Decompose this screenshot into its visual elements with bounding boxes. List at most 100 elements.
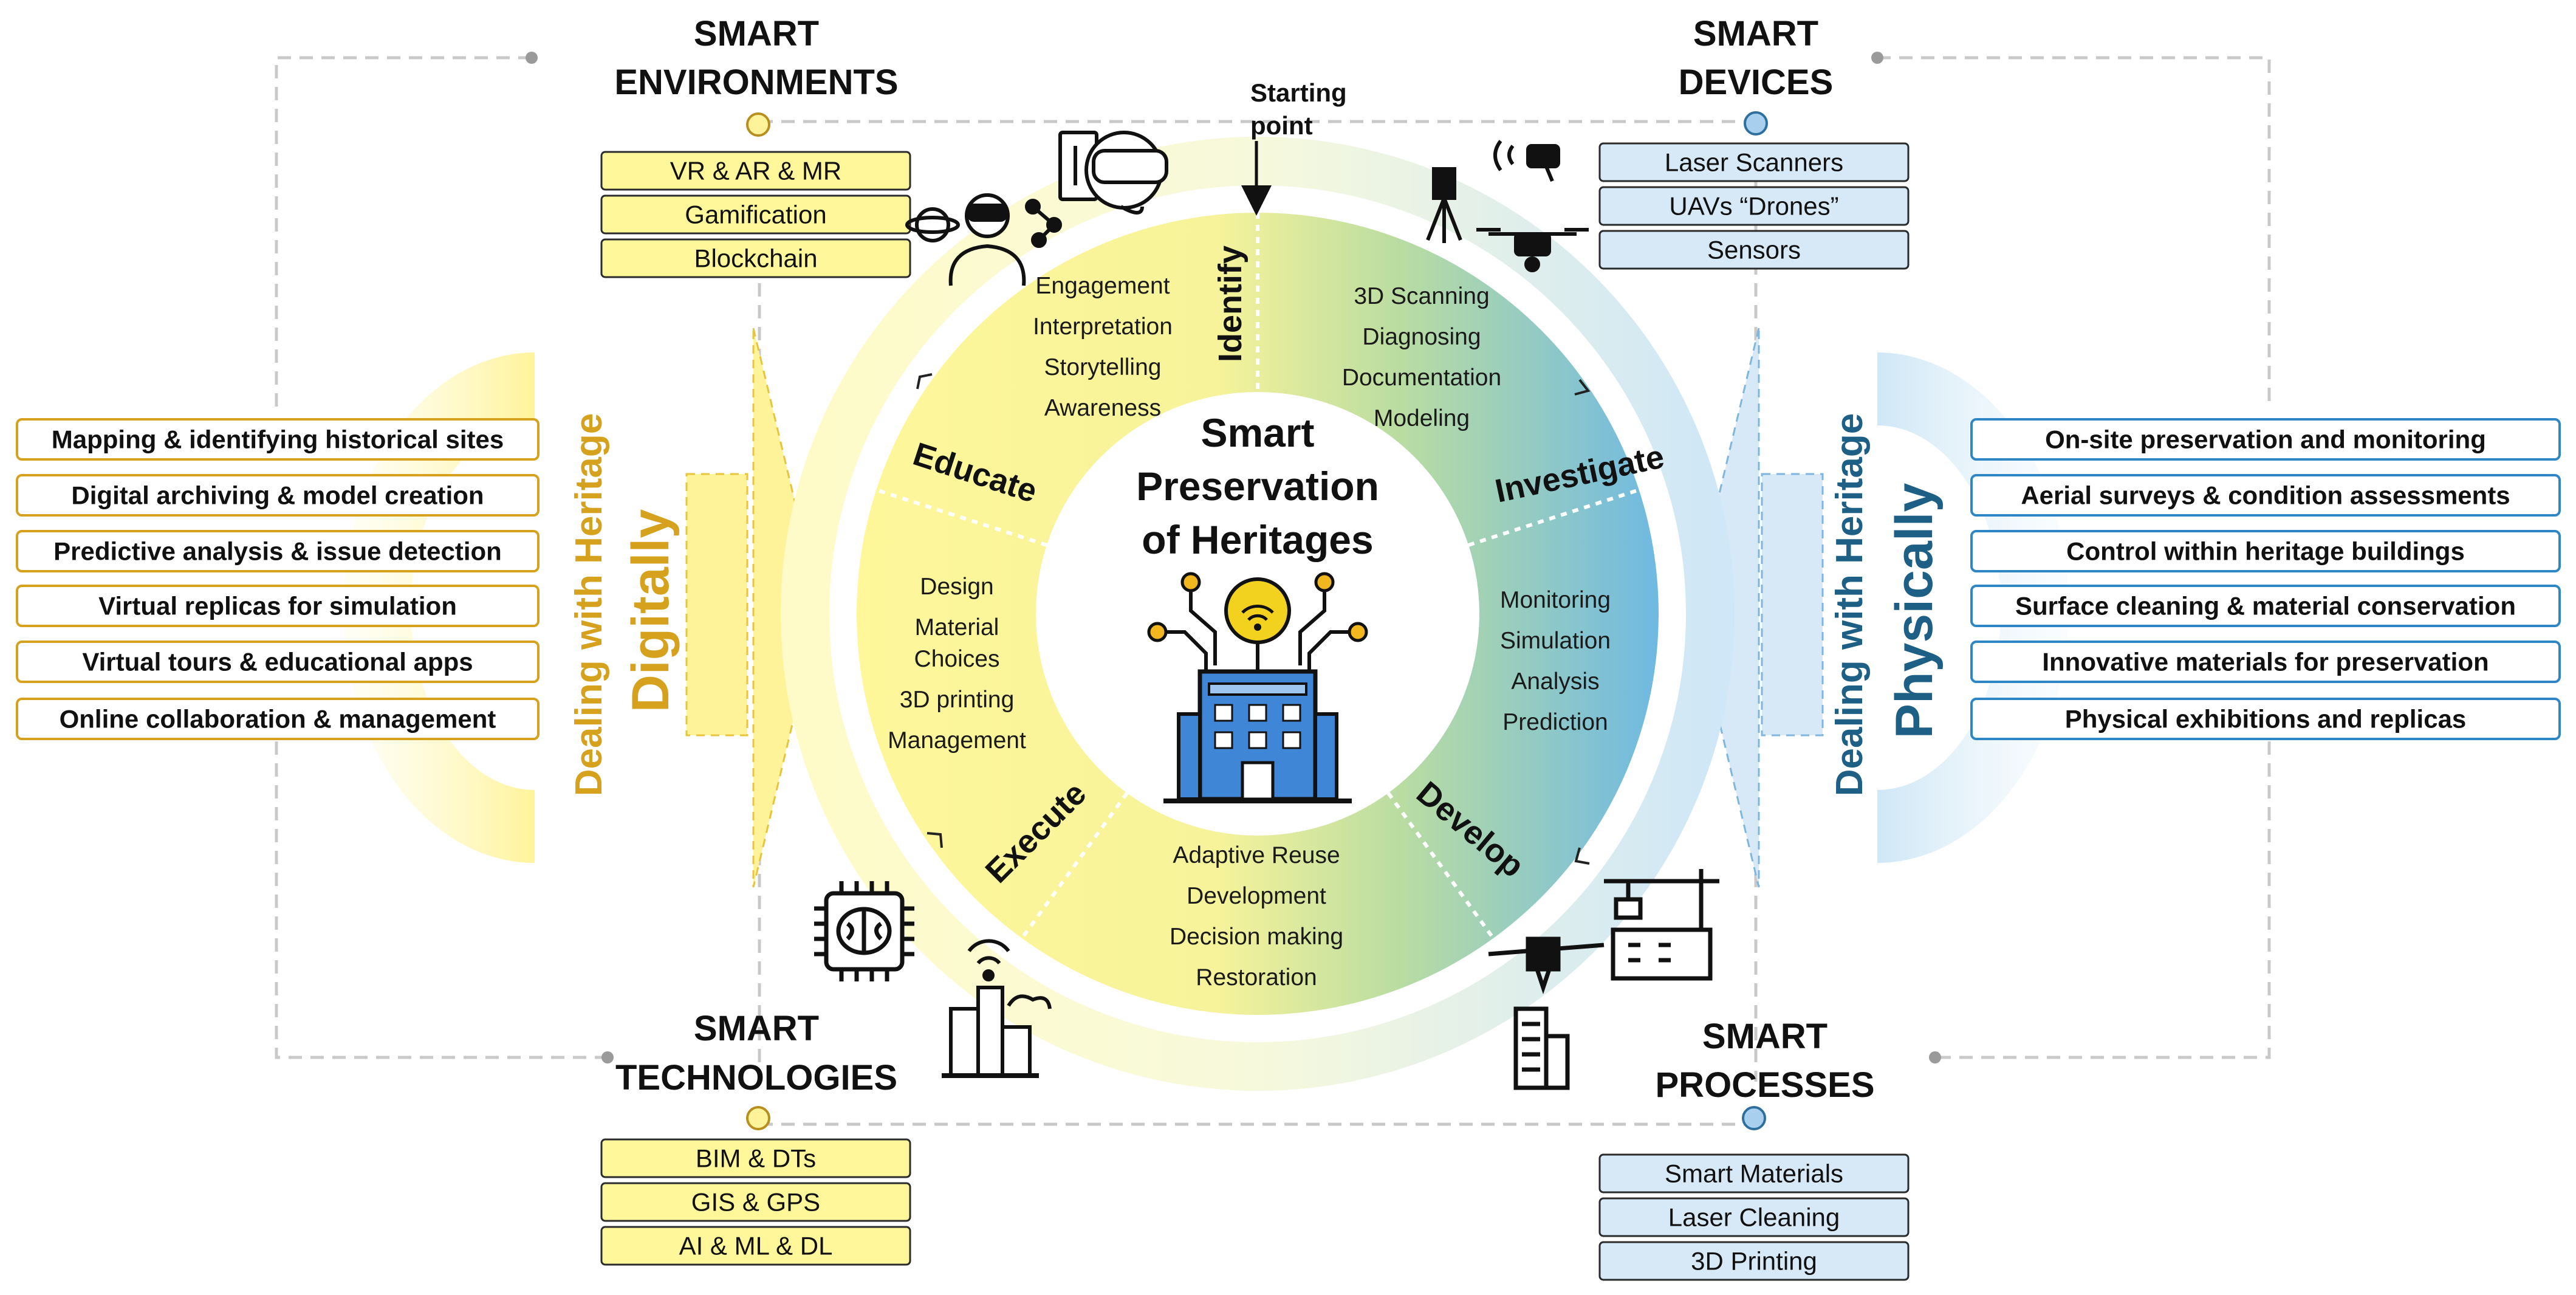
technology-item: GIS & GPS	[600, 1182, 911, 1222]
svg-text:Virtual replicas for simulatio: Virtual replicas for simulation	[98, 592, 457, 620]
svg-text:Interpretation: Interpretation	[1033, 314, 1173, 340]
svg-text:Control within heritage buildi: Control within heritage buildings	[2066, 537, 2465, 566]
environments-dot	[746, 112, 770, 137]
svg-text:TECHNOLOGIES: TECHNOLOGIES	[615, 1058, 897, 1097]
device-item: UAVs “Drones”	[1598, 186, 1910, 226]
right-list: On-site preservation and monitoring Aeri…	[1970, 418, 2561, 740]
technologies-dot	[746, 1106, 770, 1130]
svg-text:Smart: Smart	[1201, 410, 1314, 455]
left-list-item: Virtual replicas for simulation	[16, 585, 540, 627]
left-list-item: Online collaboration & management	[16, 698, 540, 740]
right-list-item: Surface cleaning & material conservation	[1970, 585, 2561, 627]
svg-text:Digitally: Digitally	[622, 509, 680, 713]
svg-text:Digital archiving & model crea: Digital archiving & model creation	[71, 481, 484, 510]
drone-icon	[1476, 228, 1589, 272]
svg-text:VR & AR & MR: VR & AR & MR	[670, 157, 841, 185]
svg-text:Dealing with Heritage: Dealing with Heritage	[1829, 413, 1871, 796]
svg-text:point: point	[1250, 111, 1313, 140]
svg-text:Physically: Physically	[1885, 483, 1944, 738]
heading-technologies: SMART TECHNOLOGIES	[615, 1009, 897, 1097]
heading-processes: SMART PROCESSES	[1656, 1017, 1875, 1105]
svg-text:Smart Materials: Smart Materials	[1665, 1159, 1843, 1188]
svg-text:SMART: SMART	[1702, 1017, 1828, 1056]
svg-text:3D Printing: 3D Printing	[1691, 1247, 1817, 1276]
svg-text:SMART: SMART	[694, 1009, 819, 1048]
svg-text:Diagnosing: Diagnosing	[1362, 324, 1481, 350]
heading-environments: SMART ENVIRONMENTS	[614, 14, 898, 102]
svg-text:Development: Development	[1187, 883, 1326, 909]
svg-text:Blockchain: Blockchain	[694, 244, 817, 273]
svg-text:AI & ML & DL: AI & ML & DL	[679, 1232, 833, 1260]
left-list: Mapping & identifying historical sites D…	[16, 418, 540, 740]
sensor-icon	[1493, 140, 1560, 182]
svg-text:3D Scanning: 3D Scanning	[1354, 283, 1489, 309]
right-list-item: Innovative materials for preservation	[1970, 641, 2561, 683]
right-list-item: On-site preservation and monitoring	[1970, 418, 2561, 461]
process-item: Smart Materials	[1598, 1153, 1910, 1194]
environment-item: Gamification	[600, 194, 911, 235]
left-list-item: Virtual tours & educational apps	[16, 641, 540, 683]
svg-text:UAVs “Drones”: UAVs “Drones”	[1669, 192, 1838, 221]
svg-text:of Heritages: of Heritages	[1142, 517, 1373, 562]
svg-text:Adaptive Reuse: Adaptive Reuse	[1173, 842, 1340, 868]
heading-devices: SMART DEVICES	[1679, 14, 1834, 102]
svg-text:ENVIRONMENTS: ENVIRONMENTS	[614, 63, 898, 102]
environment-item: VR & AR & MR	[600, 151, 911, 191]
svg-text:Surface cleaning & material co: Surface cleaning & material conservation	[2015, 592, 2516, 620]
svg-text:GIS & GPS: GIS & GPS	[691, 1188, 820, 1217]
device-item: Sensors	[1598, 230, 1910, 270]
svg-text:Sensors: Sensors	[1707, 236, 1801, 264]
svg-text:Storytelling: Storytelling	[1044, 354, 1162, 380]
svg-text:PROCESSES: PROCESSES	[1656, 1065, 1875, 1105]
svg-text:Preservation: Preservation	[1136, 464, 1379, 509]
process-item: Laser Cleaning	[1598, 1197, 1910, 1237]
right-list-item: Physical exhibitions and replicas	[1970, 698, 2561, 740]
ai-chip-icon	[814, 881, 914, 981]
segment-dividers	[875, 213, 1640, 939]
svg-text:Mapping & identifying historic: Mapping & identifying historical sites	[52, 425, 504, 454]
svg-text:Material: Material	[915, 614, 999, 641]
svg-text:Laser Scanners: Laser Scanners	[1665, 148, 1843, 177]
svg-text:Aerial surveys & condition ass: Aerial surveys & condition assessments	[2021, 481, 2510, 510]
processes-items: Smart Materials Laser Cleaning 3D Printi…	[1598, 1153, 1910, 1281]
svg-text:Predictive analysis & issue de: Predictive analysis & issue detection	[53, 537, 502, 566]
svg-text:Management: Management	[888, 727, 1026, 754]
svg-text:Innovative materials for prese: Innovative materials for preservation	[2042, 648, 2489, 676]
left-list-item: Digital archiving & model creation	[16, 474, 540, 517]
ring-arrows	[916, 373, 1591, 865]
process-item: 3D Printing	[1598, 1241, 1910, 1281]
svg-text:Awareness: Awareness	[1044, 395, 1161, 421]
laser-scanner-icon	[1426, 167, 1462, 243]
svg-text:SMART: SMART	[694, 14, 819, 53]
3d-printer-icon	[1488, 936, 1605, 1090]
device-item: Laser Scanners	[1598, 142, 1910, 182]
svg-text:Online collaboration & managem: Online collaboration & management	[60, 705, 496, 733]
svg-text:Prediction: Prediction	[1502, 709, 1608, 735]
left-list-item: Mapping & identifying historical sites	[16, 418, 540, 461]
left-list-item: Predictive analysis & issue detection	[16, 530, 540, 572]
center-title: Smart Preservation of Heritages	[1136, 410, 1379, 562]
svg-text:DEVICES: DEVICES	[1679, 63, 1834, 102]
connector-dots	[526, 52, 1941, 1063]
technology-item: AI & ML & DL	[600, 1226, 911, 1266]
svg-text:SMART: SMART	[1693, 14, 1818, 53]
devices-items: Laser Scanners UAVs “Drones” Sensors	[1598, 142, 1910, 270]
svg-text:Physical exhibitions and repli: Physical exhibitions and replicas	[2065, 705, 2467, 733]
right-list-item: Control within heritage buildings	[1970, 530, 2561, 572]
svg-text:Engagement: Engagement	[1035, 273, 1170, 299]
starting-point: Starting point	[1241, 78, 1347, 216]
segment-label-identify: Identify	[1212, 246, 1249, 362]
svg-text:Starting: Starting	[1250, 78, 1347, 107]
segment-identify: Identify Engagement Interpretation Story…	[1033, 246, 1249, 421]
svg-text:Simulation: Simulation	[1500, 628, 1611, 654]
svg-text:Laser Cleaning: Laser Cleaning	[1668, 1203, 1840, 1232]
technology-item: BIM & DTs	[600, 1138, 911, 1178]
right-list-item: Aerial surveys & condition assessments	[1970, 474, 2561, 517]
environments-items: VR & AR & MR Gamification Blockchain	[600, 151, 911, 278]
svg-text:Analysis: Analysis	[1511, 668, 1599, 695]
svg-text:BIM & DTs: BIM & DTs	[696, 1144, 816, 1173]
environment-item: Blockchain	[600, 238, 911, 278]
processes-dot	[1742, 1106, 1766, 1130]
svg-text:Restoration: Restoration	[1196, 964, 1317, 991]
